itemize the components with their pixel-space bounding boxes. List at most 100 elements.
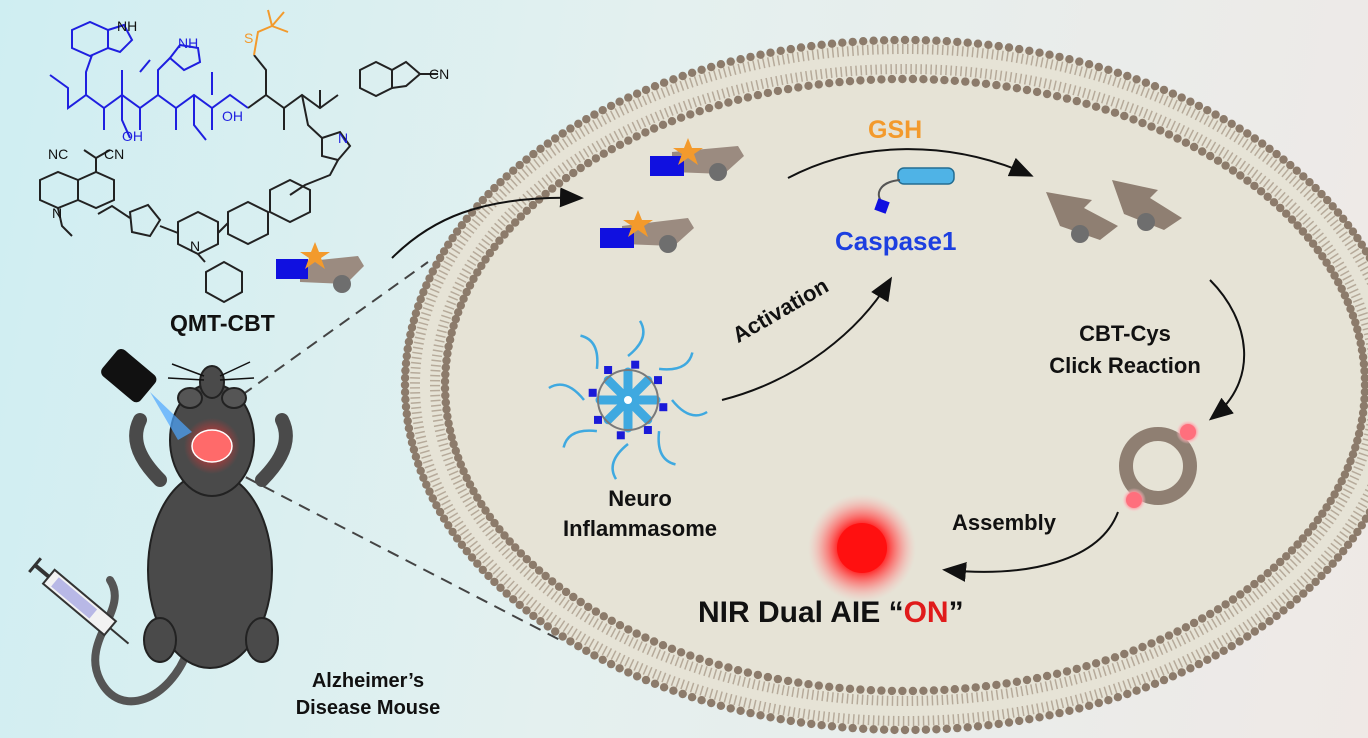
membrane-bead [1343,540,1353,549]
membrane-bead [724,98,733,107]
membrane-bead [1173,627,1182,636]
membrane-bead [1326,496,1335,506]
membrane-bead [459,467,468,476]
mouse-label-line2: Disease Mouse [295,697,441,719]
membrane-bead [569,592,578,602]
membrane-bead [1004,718,1014,727]
membrane-bead [1250,627,1260,636]
membrane-bead [1123,689,1132,699]
membrane-bead [900,725,910,735]
membrane-bead [898,74,907,84]
membrane-bead [911,35,920,45]
membrane-bead [776,715,785,724]
membrane-bead [439,514,449,523]
membrane-bead [1164,631,1174,640]
membrane-bead [1258,622,1267,631]
membrane-bead [1022,85,1032,95]
membrane-bead [1323,565,1332,575]
membrane-bead [845,77,855,86]
membrane-bead [1156,126,1165,135]
membrane-bead [650,679,660,688]
membrane-bead [1150,679,1160,688]
entry-arrow [391,187,584,259]
membrane-bead [1164,130,1174,139]
membrane-bead [452,534,462,543]
membrane-bead [1334,483,1343,492]
inflammasome-arm [657,430,676,466]
membrane-bead [515,600,524,610]
membrane-bead [1348,534,1358,543]
inflammasome-arm [611,443,629,480]
membrane-bead [1221,600,1230,609]
membrane-bead [403,416,412,426]
inflammasome-icon [548,320,708,480]
membrane-bead [1333,553,1343,562]
membrane-bead [511,543,520,552]
membrane-bead [963,38,972,47]
membrane-bead [402,409,411,419]
membrane-bead [726,704,735,713]
membrane-bead [919,75,928,84]
membrane-bead [887,74,897,84]
membrane-bead [1365,254,1368,262]
membrane-bead [838,38,847,47]
membrane-bead [669,686,678,695]
membrane-bead [451,446,460,456]
membrane-bead [659,683,669,692]
membrane-bead [543,622,552,631]
membrane-bead [1235,637,1244,646]
gsh-arrow [787,148,1034,179]
nir-glow [808,494,916,602]
membrane-bead [814,681,823,690]
membrane-bead [448,233,457,243]
click-reaction-label: CBT-Cys Click Reaction [1020,318,1230,382]
inflammasome-label-line2: Inflammasome [562,516,718,541]
membrane-bead [444,419,453,428]
membrane-bead [776,46,785,55]
membrane-bead [615,621,625,630]
gsh-label: GSH [868,116,923,144]
membrane-bead [817,40,826,49]
membrane-bead [1168,89,1178,98]
membrane-bead [401,402,411,411]
membrane-bead [485,512,495,522]
membrane-bead [763,88,773,98]
probe-inside-1 [650,138,744,181]
membrane-bead [1328,559,1337,568]
membrane-bead [859,37,868,46]
membrane-bead [1177,93,1186,102]
membrane-bead [462,547,471,556]
membrane-bead [569,168,578,178]
membrane-bead [1062,94,1072,103]
membrane-bead [495,236,504,245]
membrane-bead [667,117,677,126]
membrane-bead [401,366,410,375]
membrane-bead [419,288,428,297]
membrane-bead [804,81,813,91]
membrane-bead [1228,166,1238,175]
membrane-bead [1359,401,1368,411]
membrane-bead [859,724,868,733]
membrane-bead [407,438,417,447]
membrane-bead [447,328,456,337]
membrane-bead [490,242,499,252]
membrane-bead [447,433,456,442]
membrane-bead [500,230,509,239]
membrane-bead [971,78,980,87]
membrane-bead [591,607,601,616]
membrane-bead [406,431,415,440]
membrane-bead [1186,97,1195,106]
membrane-bead [425,487,434,496]
membrane-bead [435,507,445,517]
membrane-bead [548,184,557,193]
membrane-bead [456,301,465,310]
membrane-bead [1333,208,1343,217]
membrane-bead [1110,653,1120,662]
membrane-bead [838,723,847,732]
membrane-bead [1279,606,1288,615]
membrane-bead [1348,450,1358,459]
membrane-bead [1045,711,1054,720]
membrane-bead [866,75,876,85]
membrane-bead [1353,527,1362,537]
membrane-bead [1211,651,1220,660]
